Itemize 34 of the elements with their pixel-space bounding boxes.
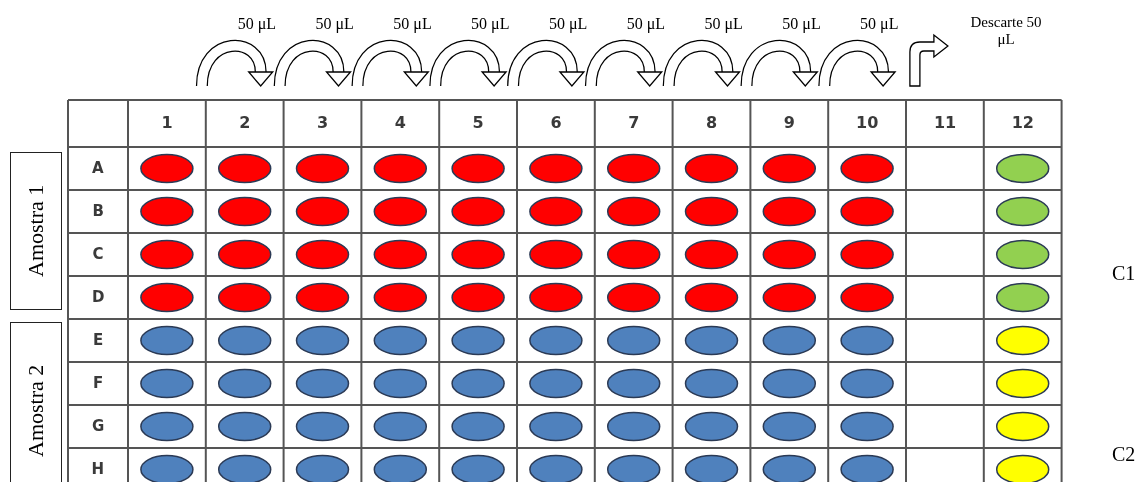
column-number: 2 xyxy=(239,113,251,132)
row-letter: F xyxy=(93,373,104,392)
column-number: 12 xyxy=(1011,113,1034,132)
volume-label: 50 μL xyxy=(471,15,510,33)
volume-label: 50 μL xyxy=(315,15,354,33)
control-label: C1 xyxy=(1112,262,1136,285)
column-number: 3 xyxy=(317,113,329,132)
column-number: 4 xyxy=(394,113,406,132)
sample-label-box: Amostra 1 xyxy=(10,152,62,310)
volume-label: 50 μL xyxy=(860,15,899,33)
control-label: C2 xyxy=(1112,443,1136,466)
column-number: 9 xyxy=(783,113,795,132)
column-number: 7 xyxy=(628,113,640,132)
column-number: 10 xyxy=(856,113,879,132)
column-number: 5 xyxy=(472,113,484,132)
sample-label-box: Amostra 2 xyxy=(10,322,62,482)
row-letter: G xyxy=(92,416,105,435)
volume-label: 50 μL xyxy=(237,15,277,33)
volume-label: 50 μL xyxy=(782,15,821,33)
volume-label: 50 μL xyxy=(626,15,666,33)
volume-label: 50 μL xyxy=(548,15,588,33)
row-letter: H xyxy=(91,459,105,478)
column-number: 1 xyxy=(161,113,173,132)
column-number: 6 xyxy=(550,113,562,132)
discard-label: Descarte 50 μL xyxy=(970,14,1042,48)
volume-label: 50 μL xyxy=(704,15,743,33)
row-letter: D xyxy=(92,287,105,306)
row-letter: E xyxy=(93,330,104,349)
row-letter: C xyxy=(92,244,104,263)
row-letter: A xyxy=(92,158,104,177)
row-letter: B xyxy=(92,201,104,220)
column-number: 8 xyxy=(706,113,718,132)
column-number: 11 xyxy=(933,113,957,132)
volume-label: 50 μL xyxy=(393,15,432,33)
